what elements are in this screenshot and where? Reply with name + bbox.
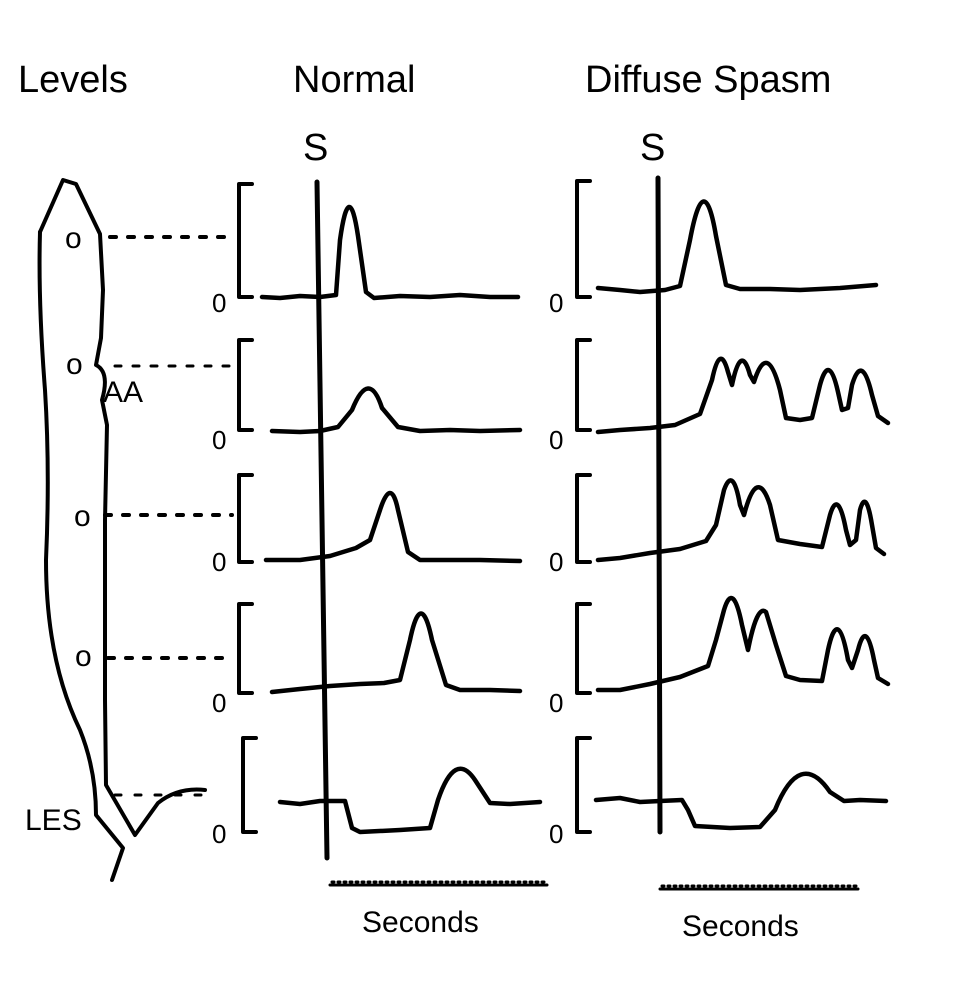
sensor-marker: o [74,500,91,533]
swallow-line-normal [314,179,330,861]
normal-trace-level-4 [269,611,523,695]
seconds-label-spasm: Seconds [682,910,799,943]
zero-label: 0 [549,688,563,718]
swallow-marker-normal: S [303,127,328,169]
spasm-trace-level-3 [595,478,887,563]
sensor-marker: o [65,222,82,255]
zero-label: 0 [212,819,226,849]
normal-trace-level-3 [263,490,523,564]
zero-label: 0 [549,288,563,318]
normal-waveforms [259,204,543,835]
zero-label: 0 [212,425,226,455]
zero-label: 0 [212,547,226,577]
spasm-trace-level-4 [595,595,891,693]
esophagus-outline [37,178,207,882]
seconds-label-normal: Seconds [362,906,479,939]
zero-label: 0 [549,819,563,849]
spasm-waveforms [593,199,891,831]
spasm-trace-level-5-les [593,771,889,831]
normal-trace-level-1 [259,204,521,301]
zero-label: 0 [549,547,563,577]
zero-label: 0 [212,288,226,318]
normal-trace-level-5-les [277,766,543,835]
les-label: LES [25,804,82,837]
header-levels: Levels [18,59,128,101]
sensor-marker: o [66,348,83,381]
swallow-line-spasm [655,175,663,835]
recording-levels: o o o o [65,222,234,797]
normal-trace-level-2 [269,386,523,435]
zero-label: 0 [549,425,563,455]
swallow-marker-spasm: S [640,127,665,169]
zero-label: 0 [212,688,226,718]
header-normal: Normal [293,59,415,101]
aortic-arch-label: AA [103,376,143,409]
spasm-trace-level-1 [595,199,879,295]
spasm-trace-level-2 [595,356,891,435]
sensor-marker: o [75,640,92,673]
normal-scale-brackets: 0 0 0 0 0 [212,182,258,849]
header-diffuse-spasm: Diffuse Spasm [585,59,831,101]
spasm-scale-brackets: 0 0 0 0 0 [549,179,592,849]
